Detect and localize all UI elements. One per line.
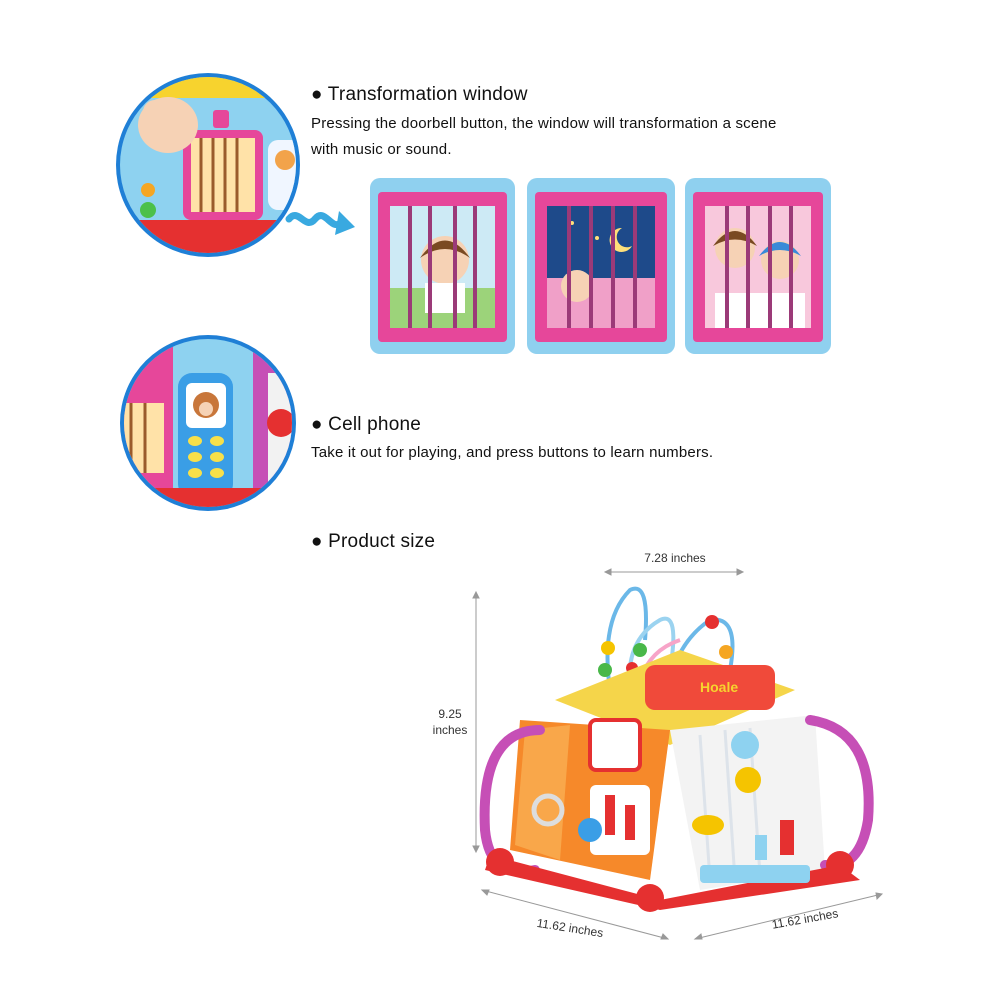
transformation-title: ● Transformation window — [311, 84, 528, 105]
transformation-description-1: Pressing the doorbell button, the window… — [311, 115, 777, 132]
dimension-height-label-2: inches — [432, 723, 468, 737]
scene-window-2 — [527, 178, 675, 354]
transformation-description-2: with music or sound. — [311, 141, 452, 158]
scene-window-3 — [685, 178, 831, 354]
cell-phone-description: Take it out for playing, and press butto… — [311, 444, 714, 461]
cell-phone-closeup-image — [113, 333, 303, 513]
toy-logo: Hoale — [700, 679, 738, 695]
product-size-title: ● Product size — [311, 531, 436, 552]
activity-cube-toy-image: Hoale — [479, 580, 880, 912]
dimension-height-label-1: 9.25 — [438, 707, 462, 721]
cell-phone-title: ● Cell phone — [311, 414, 421, 435]
arrow-icon — [285, 205, 357, 245]
dimension-lines — [420, 560, 890, 950]
scene-window-1 — [370, 178, 515, 354]
dimension-top-label: 7.28 inches — [644, 551, 706, 565]
doorbell-closeup-image — [113, 70, 303, 260]
